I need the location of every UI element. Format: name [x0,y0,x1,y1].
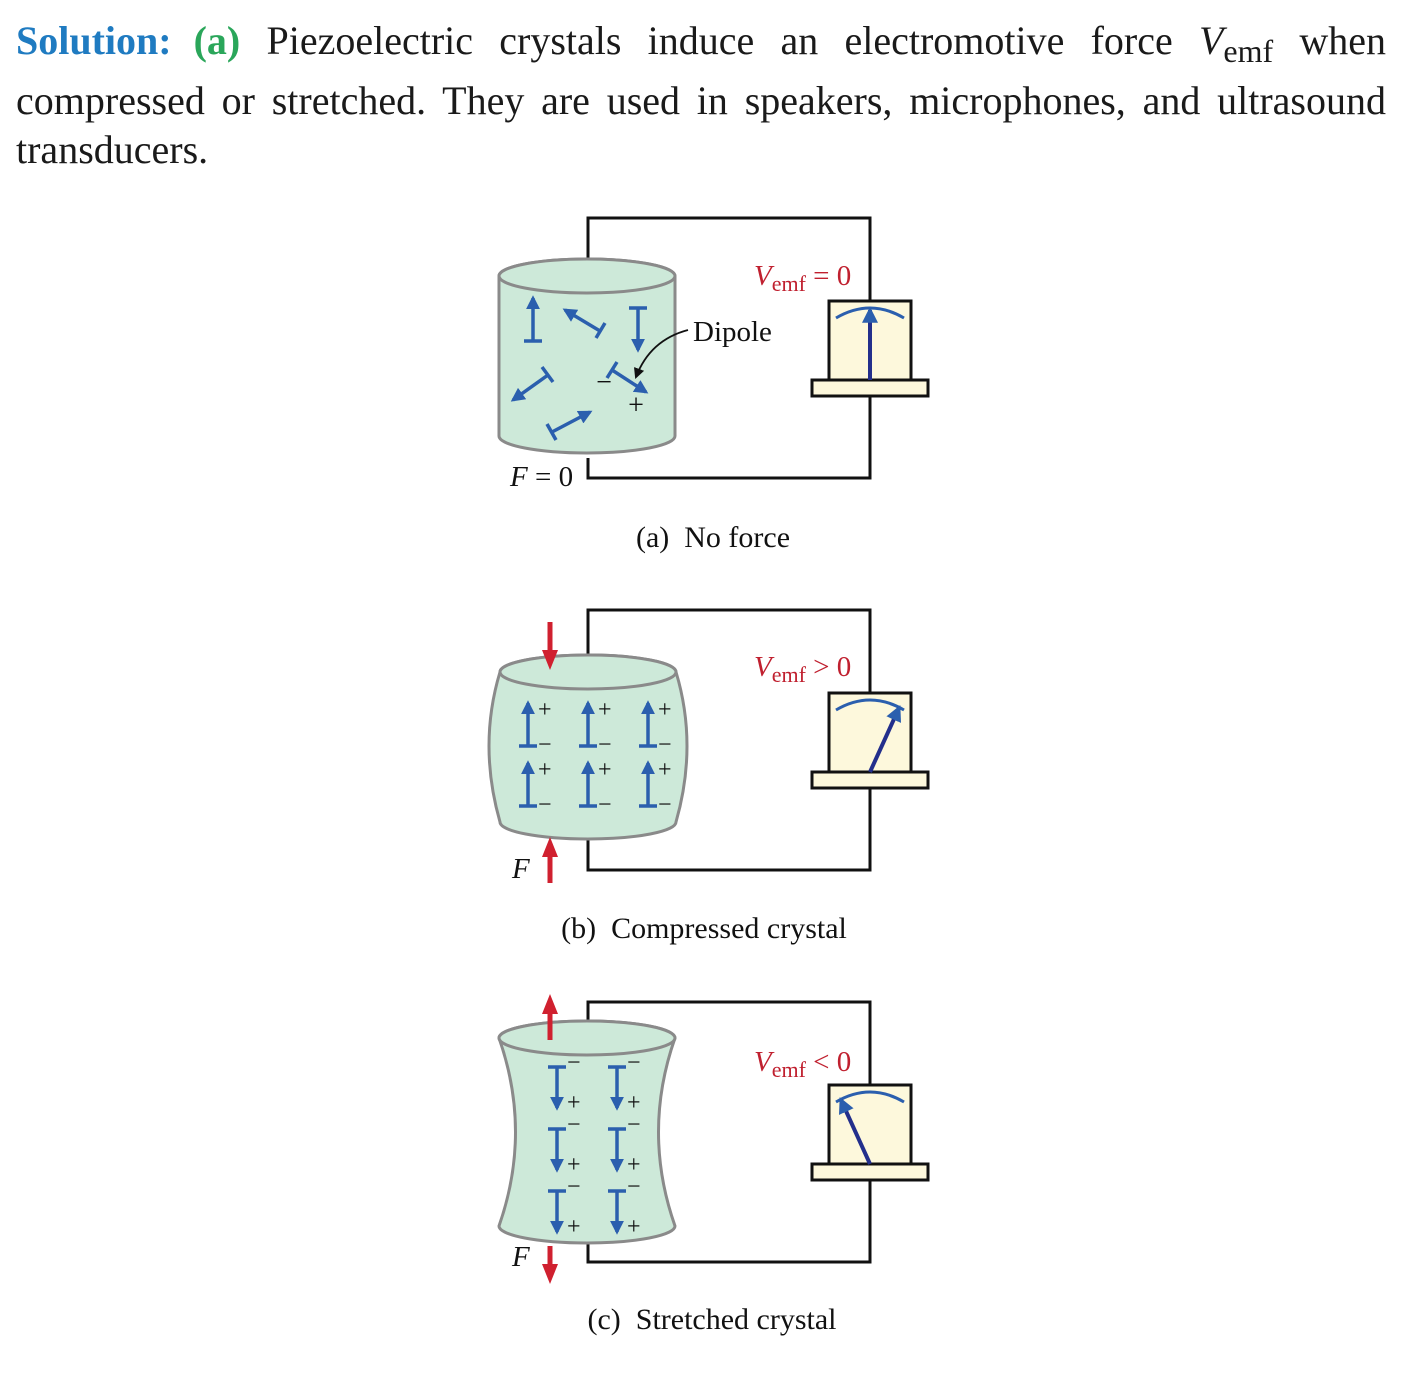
plus-sign: + [538,697,552,723]
plus-sign: + [567,1152,581,1178]
minus-sign: − [658,732,672,758]
plus-sign: + [567,1214,581,1240]
plus-sign: + [658,757,672,783]
dipole-callout-arrow [634,329,689,380]
dipole-arrow [551,410,593,434]
minus-sign: − [538,792,552,818]
minus-sign: − [598,732,612,758]
plus-sign: + [567,1090,581,1116]
solution-text-1: Piezoelectric crystals induce an electro… [266,18,1173,63]
solution-heading: Solution: [16,18,172,63]
plus-sign: + [538,757,552,783]
panel-b: + + + − − − + + + − − − F Vemf > 0 [487,608,930,945]
plus-sign: + [598,697,612,723]
meter-face [827,1083,913,1167]
minus-sign: − [567,1050,581,1076]
panel-caption: (b) Compressed crystal [561,912,847,945]
force-arrow-bottom [542,1246,558,1284]
force-label: F [511,853,530,885]
meter-needle [838,1097,872,1165]
solution-text-2: when compressed or stretched. They are u… [16,18,1387,172]
voltmeter [810,691,930,790]
charge-signs: − − + + − − + + − − + + [567,1050,641,1240]
crystal-top [498,653,678,691]
force-label: F = 0 [509,461,573,493]
panel-c: − − + + − − + + − − + + F Vemf < 0 [497,994,930,1336]
meter-needle [868,705,902,773]
voltmeter [810,299,930,398]
dipole-bar [540,365,555,384]
minus-sign: − [567,1112,581,1138]
vemf-symbol: Vemf [1198,18,1274,69]
meter-base [810,378,930,398]
dipole-bar [545,423,558,441]
circuit-wire [586,608,872,872]
plus-sign: + [598,757,612,783]
dipole-arrow [611,368,649,394]
meter-base [810,770,930,790]
force-arrow-top [542,622,558,670]
emf-label: Vemf < 0 [754,1046,851,1082]
meter-face [827,691,913,775]
plus-sign: + [658,697,672,723]
voltmeter [810,1083,930,1182]
dipole-plus-sign: + [628,390,644,421]
solution-paragraph: Solution: (a) Piezoelectric crystals indu… [16,16,1386,174]
minus-sign: − [658,792,672,818]
dipole-bar [605,361,619,379]
dipole-bar [594,322,607,339]
circuit-wire [586,216,872,480]
crystal-top [497,257,677,295]
panel-caption: (a) No force [636,521,790,554]
force-arrow-top [542,994,558,1040]
dipole-label: Dipole [693,316,772,348]
part-label: (a) [193,18,241,63]
emf-label: Vemf > 0 [754,651,851,687]
crystal-top [497,1019,677,1057]
dipole-minus-sign: − [596,367,612,398]
meter-base [810,1162,930,1182]
dipole-arrow [510,373,550,402]
plus-sign: + [627,1090,641,1116]
minus-sign: − [567,1174,581,1200]
force-label: F [511,1241,530,1273]
aligned-dipoles [519,700,657,808]
dipole-group [510,295,649,441]
aligned-dipoles [548,1065,626,1235]
dipole-arrow [562,308,601,333]
minus-sign: − [598,792,612,818]
minus-sign: − [627,1050,641,1076]
panel-a: − + Dipole Vemf = 0 F = 0 (a) No force [497,216,930,554]
emf-label: Vemf = 0 [754,260,851,296]
charge-signs: + + + − − − + + + − − − [538,697,672,818]
minus-sign: − [627,1174,641,1200]
force-arrow-bottom [542,837,558,883]
panel-caption: (c) Stretched crystal [587,1303,836,1336]
plus-sign: + [627,1152,641,1178]
minus-sign: − [538,732,552,758]
plus-sign: + [627,1214,641,1240]
minus-sign: − [627,1112,641,1138]
